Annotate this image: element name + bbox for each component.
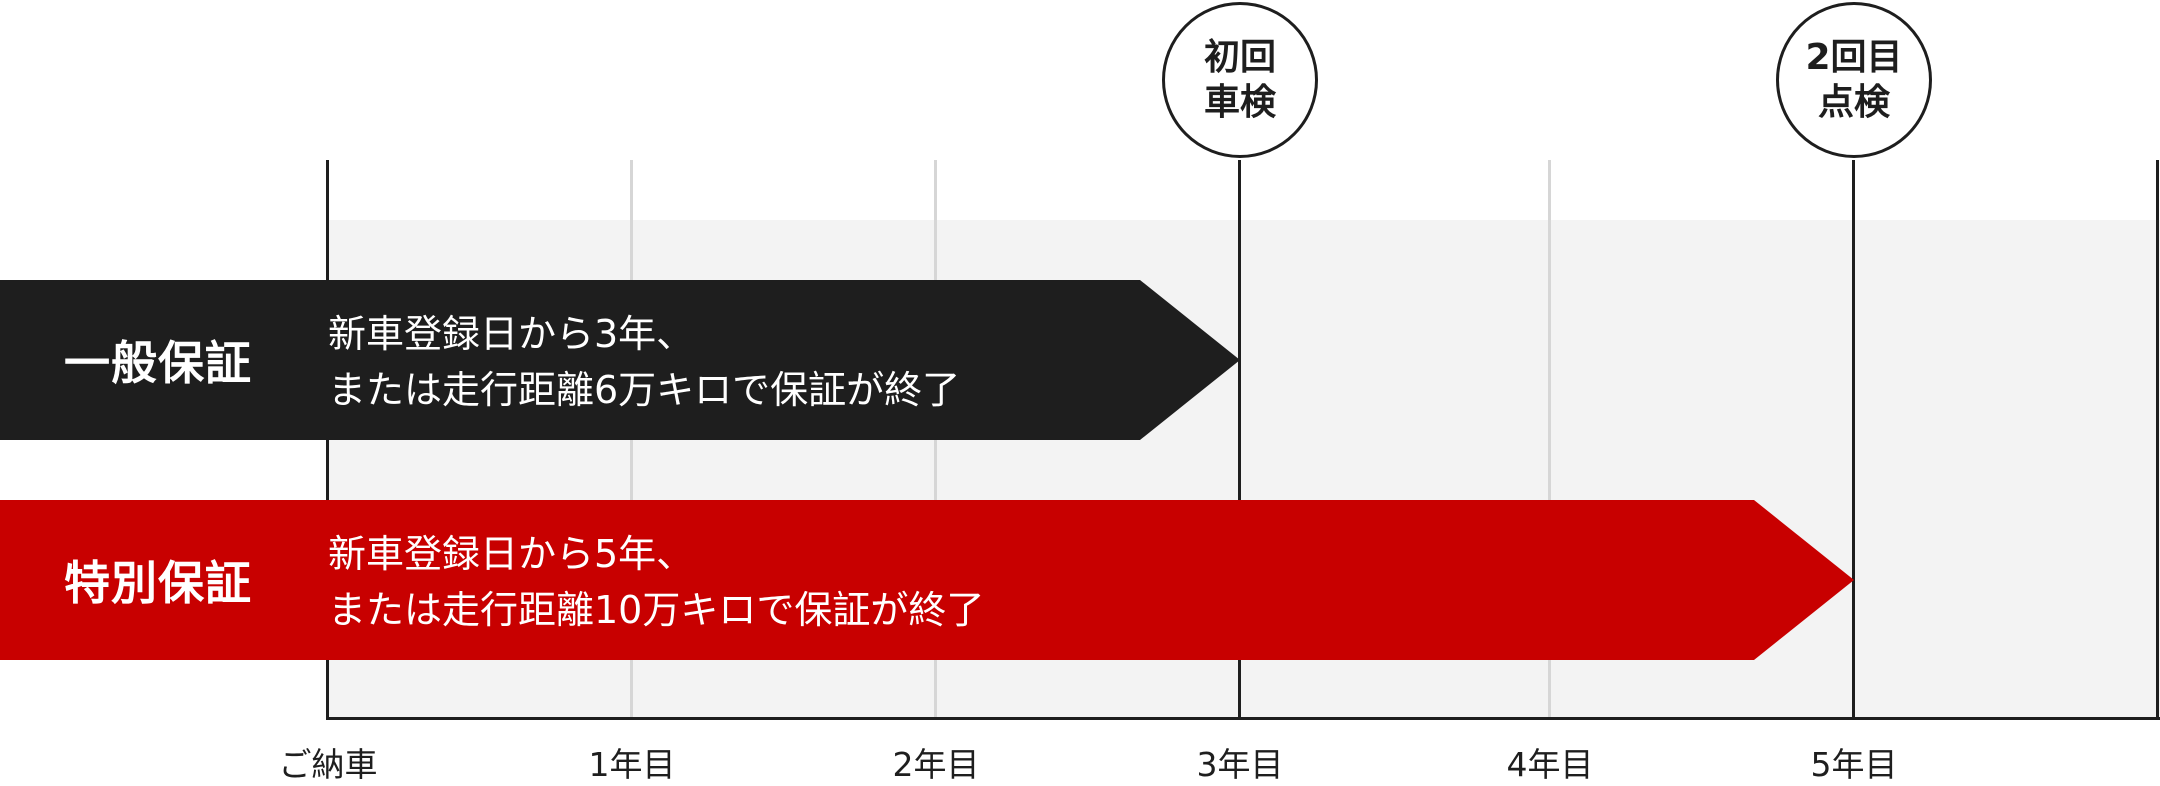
tick-label-year-5: 5年目	[1810, 745, 1898, 784]
description-line: 新車登録日から3年、	[328, 312, 695, 356]
milestone-second-checkup: 2回目 点検	[1776, 2, 1932, 158]
special-warranty-description: 新車登録日から5年、 または走行距離10万キロで保証が終了	[328, 526, 984, 638]
tick-label-delivery: ご納車	[278, 745, 378, 784]
tick-label-year-1: 1年目	[588, 745, 676, 784]
description-line: または走行距離6万キロで保証が終了	[328, 368, 961, 412]
milestone-label-line2: 車検	[1203, 82, 1276, 123]
line-delivery	[326, 160, 329, 720]
timeline-baseline	[326, 717, 2160, 720]
tick-label-year-2: 2年目	[892, 745, 980, 784]
line-year-1	[630, 160, 633, 720]
line-year-5	[1852, 160, 1855, 720]
line-year-2	[934, 160, 937, 720]
general-warranty-title: 一般保証	[64, 336, 252, 390]
special-warranty-arrow: 特別保証 新車登録日から5年、 または走行距離10万キロで保証が終了	[0, 500, 1854, 660]
line-right-edge	[2156, 160, 2159, 720]
milestone-label-line1: 2回目	[1805, 37, 1903, 78]
description-line: 新車登録日から5年、	[328, 532, 695, 576]
line-year-4	[1548, 160, 1551, 720]
milestone-first-inspection: 初回 車検	[1162, 2, 1318, 158]
general-warranty-description: 新車登録日から3年、 または走行距離6万キロで保証が終了	[328, 306, 960, 418]
milestone-label-line2: 点検	[1817, 82, 1890, 123]
tick-label-year-3: 3年目	[1196, 745, 1284, 784]
description-line: または走行距離10万キロで保証が終了	[328, 588, 985, 632]
special-warranty-title: 特別保証	[64, 556, 252, 610]
tick-label-year-4: 4年目	[1506, 745, 1594, 784]
general-warranty-arrow: 一般保証 新車登録日から3年、 または走行距離6万キロで保証が終了	[0, 280, 1240, 440]
milestone-label-line1: 初回	[1203, 37, 1276, 78]
line-year-3	[1238, 160, 1241, 720]
